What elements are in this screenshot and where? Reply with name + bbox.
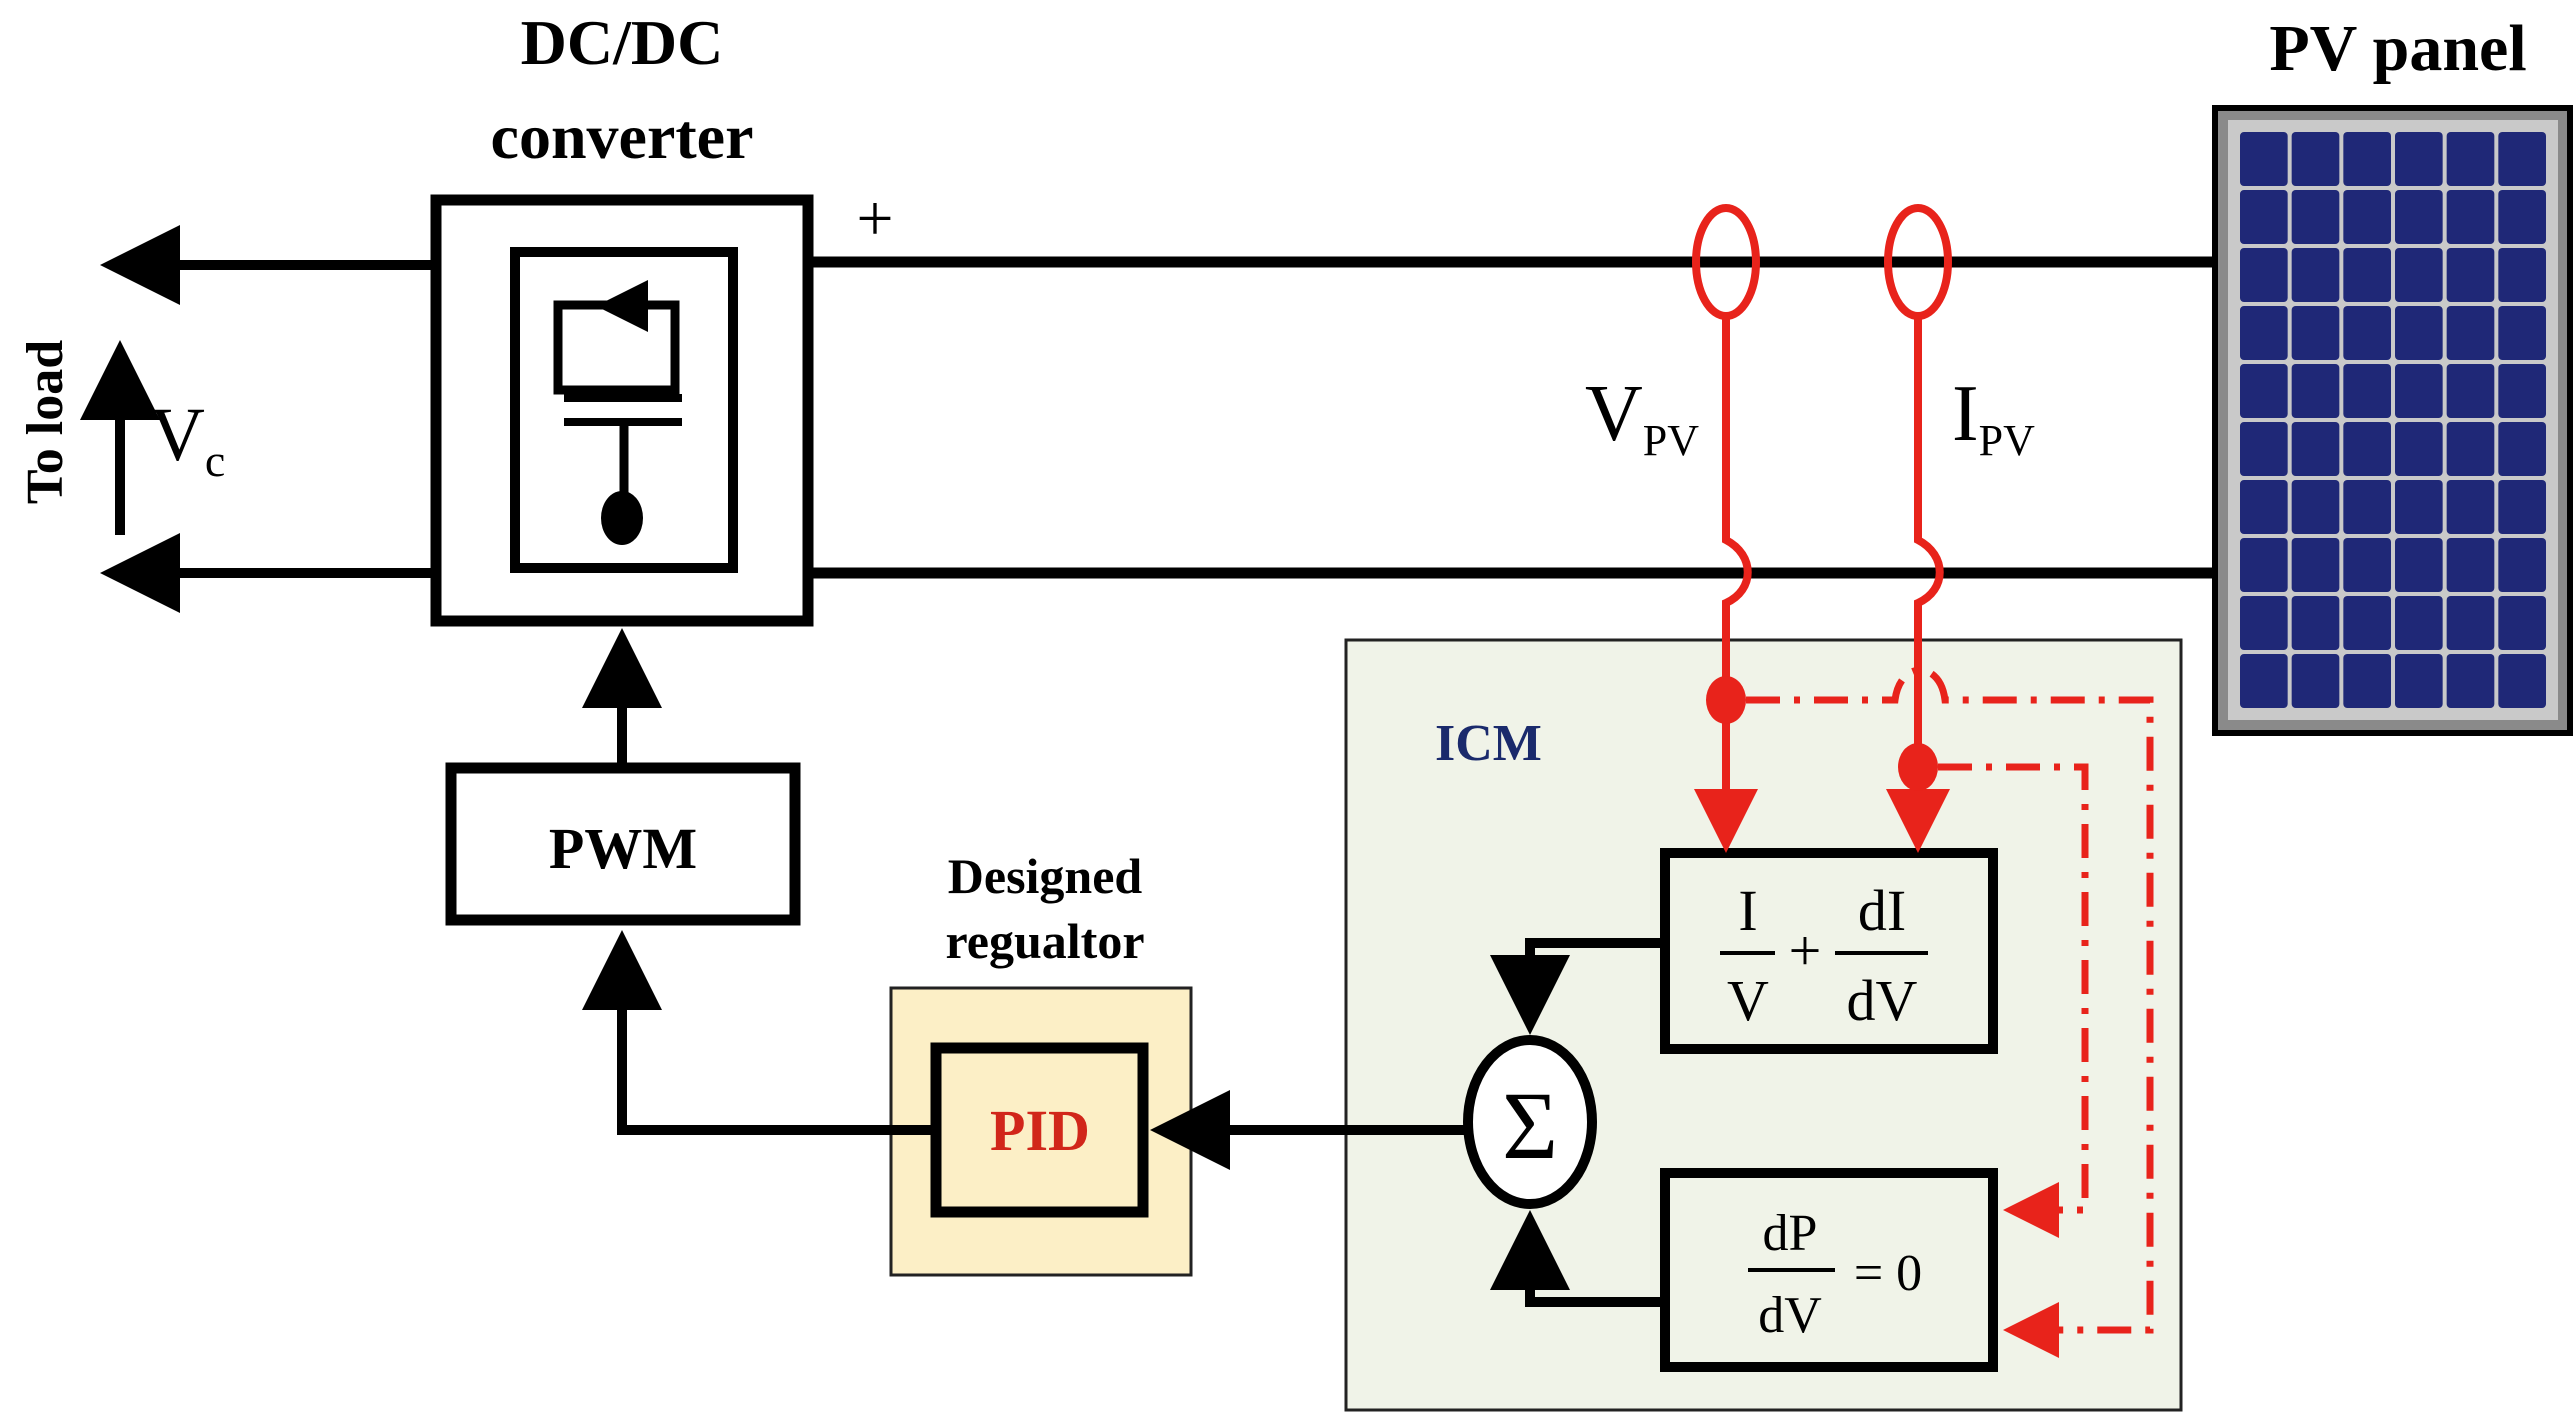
pv-cell <box>2395 422 2443 476</box>
pv-cell <box>2498 132 2546 186</box>
pv-cell <box>2291 190 2340 244</box>
pv-cell <box>2240 480 2288 534</box>
diode-triangle-icon <box>596 280 648 332</box>
pv-cell <box>2343 364 2391 418</box>
icm-label: ICM <box>1435 715 1542 772</box>
pv-cell <box>2446 422 2495 476</box>
pv-cell <box>2498 480 2546 534</box>
pv-cell <box>2291 538 2340 592</box>
current-sensor <box>1884 204 1952 840</box>
pwm-label: PWM <box>549 816 697 881</box>
vpv-label: VPV <box>1585 370 1699 465</box>
pv-cell <box>2343 306 2391 360</box>
pv-cell <box>2498 538 2546 592</box>
pv-cell <box>2498 306 2546 360</box>
vpv-tap-node <box>1706 676 1746 724</box>
eq1-den-v: V <box>1727 968 1769 1033</box>
gate-terminal-icon <box>601 491 643 545</box>
pv-cell <box>2343 538 2391 592</box>
pv-cell <box>2240 654 2288 708</box>
converter-label-line2: converter <box>491 101 754 172</box>
pv-cell <box>2291 480 2340 534</box>
eq1-num-i: I <box>1738 878 1757 943</box>
pv-cell <box>2343 190 2391 244</box>
pv-cell <box>2498 364 2546 418</box>
pv-cell <box>2446 306 2495 360</box>
pv-cell <box>2446 190 2495 244</box>
pv-cell <box>2395 248 2443 302</box>
pv-cell <box>2240 132 2288 186</box>
pv-cell <box>2291 422 2340 476</box>
pv-cell <box>2291 306 2340 360</box>
pv-cell <box>2446 654 2495 708</box>
pv-cell <box>2446 596 2495 650</box>
pv-cell <box>2446 364 2495 418</box>
pv-cell <box>2343 248 2391 302</box>
summing-junction <box>1463 1035 1597 1209</box>
pv-cell <box>2498 248 2546 302</box>
pwm-block <box>445 762 801 926</box>
pv-cell <box>2291 132 2340 186</box>
pv-cell <box>2291 364 2340 418</box>
pid-to-pwm-line <box>582 930 936 1135</box>
pv-cell <box>2291 248 2340 302</box>
plus-sign: + <box>856 182 893 255</box>
pv-cell <box>2343 422 2391 476</box>
converter-label-line1: DC/DC <box>521 7 724 78</box>
to-load-label: To load <box>17 340 74 504</box>
pv-cell <box>2395 364 2443 418</box>
eq2-rhs: = 0 <box>1854 1245 1922 1302</box>
pv-cell <box>2395 190 2443 244</box>
pv-cell <box>2446 480 2495 534</box>
vc-label: Vc <box>150 393 225 486</box>
pv-panel-label: PV panel <box>2269 12 2526 85</box>
ipv-label: IPV <box>1952 370 2035 465</box>
pv-cell <box>2240 538 2288 592</box>
pv-cell <box>2240 364 2288 418</box>
pv-cell <box>2498 596 2546 650</box>
pv-cell <box>2395 538 2443 592</box>
pid-label: PID <box>990 1098 1090 1163</box>
pv-cell <box>2498 422 2546 476</box>
eq2-num-dp: dP <box>1763 1205 1818 1262</box>
pv-cell <box>2395 596 2443 650</box>
pv-cell <box>2498 654 2546 708</box>
pv-cell <box>2291 596 2340 650</box>
incremental-conductance-block <box>1660 848 1998 1054</box>
eq1-to-sigma-line <box>1490 938 1665 1035</box>
regulator-label-line1: Designed <box>948 848 1143 904</box>
eq1-num-di: dI <box>1858 878 1906 943</box>
pv-cell <box>2240 306 2288 360</box>
pv-cell <box>2446 538 2495 592</box>
sigma-symbol: Σ <box>1502 1072 1558 1179</box>
ipv-tap-node <box>1898 743 1938 791</box>
regulator-label-line2: regualtor <box>945 913 1144 969</box>
pv-cell <box>2291 654 2340 708</box>
eq2-to-sigma-line <box>1490 1210 1665 1307</box>
pv-cell <box>2395 480 2443 534</box>
ipv-dashed-route <box>1938 763 2089 1238</box>
vpv-dashed-route <box>1746 666 2154 1358</box>
pv-cell <box>2240 248 2288 302</box>
voltage-sensor <box>1692 204 1760 840</box>
pv-cell <box>2446 132 2495 186</box>
pv-cell-grid <box>2240 132 2546 708</box>
pv-cell <box>2395 654 2443 708</box>
pv-cell <box>2395 132 2443 186</box>
pv-cell <box>2343 654 2391 708</box>
pv-cell <box>2446 248 2495 302</box>
pv-cell <box>2240 596 2288 650</box>
pv-cell <box>2240 422 2288 476</box>
pv-cell <box>2395 306 2443 360</box>
pv-cell <box>2343 132 2391 186</box>
pv-cell <box>2240 190 2288 244</box>
eq1-plus: + <box>1789 918 1822 983</box>
eq1-den-dv: dV <box>1847 968 1918 1033</box>
eq2-den-dv: dV <box>1758 1287 1822 1344</box>
pv-cell <box>2343 596 2391 650</box>
pid-block <box>930 1042 1149 1218</box>
pv-cell <box>2498 190 2546 244</box>
pv-cell <box>2343 480 2391 534</box>
